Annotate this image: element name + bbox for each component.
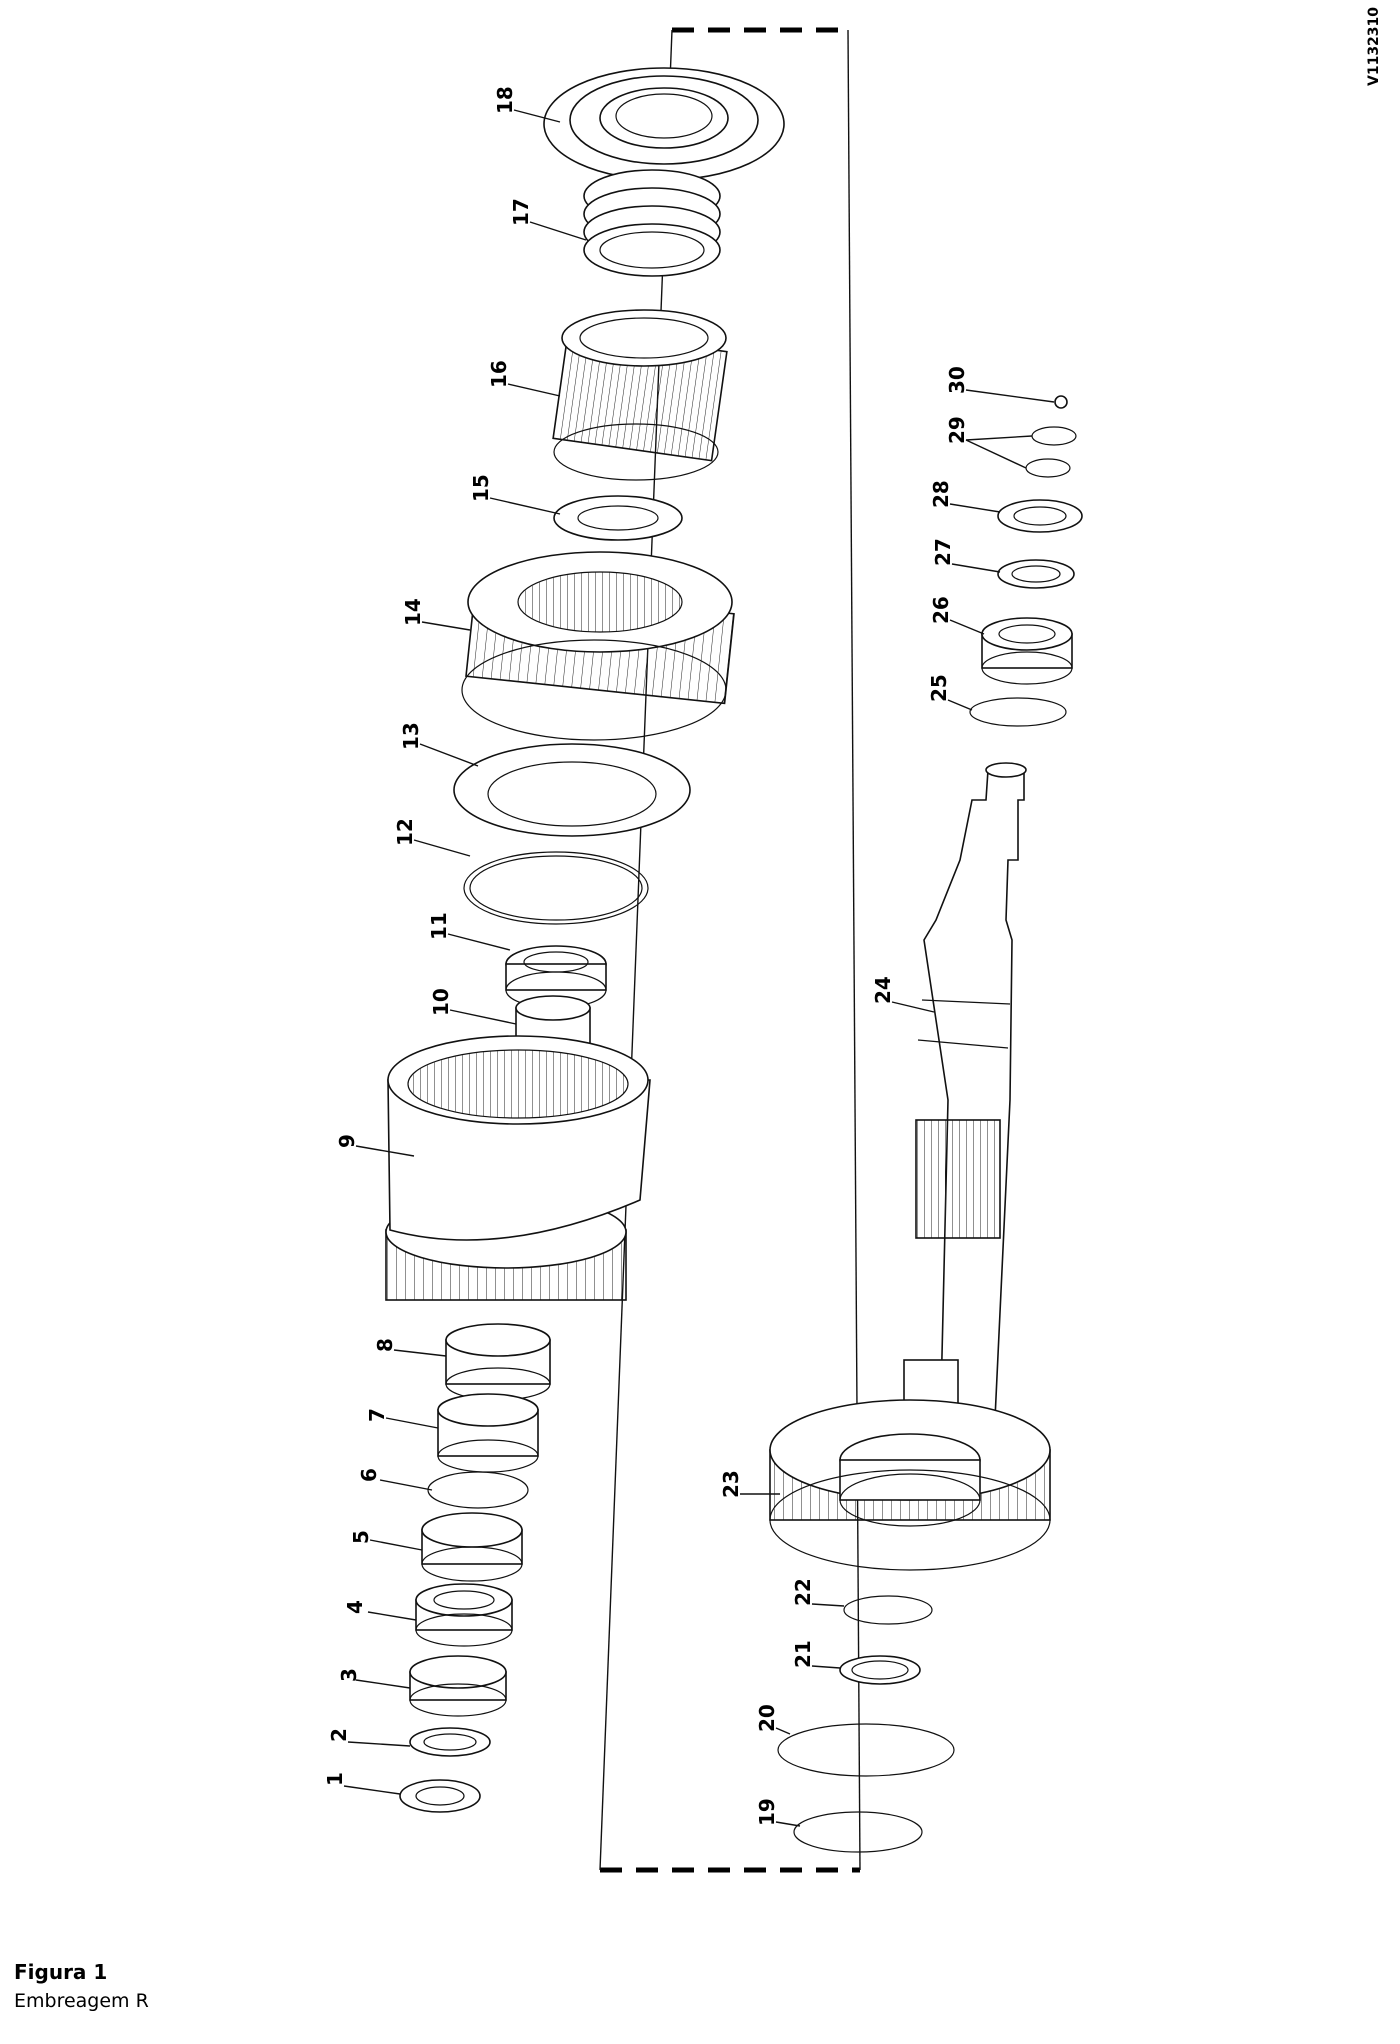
part-4-bearing bbox=[415, 1583, 513, 1647]
part-7-sleeve bbox=[437, 1393, 539, 1473]
callout-16: 16 bbox=[487, 360, 511, 388]
callout-21: 21 bbox=[791, 1640, 815, 1668]
callout-9: 9 bbox=[335, 1134, 359, 1148]
part-20-o-ring bbox=[777, 1723, 955, 1777]
callout-8: 8 bbox=[373, 1338, 397, 1352]
part-9-clutch-drum bbox=[385, 1035, 651, 1301]
caption-title: Figura 1 bbox=[14, 1960, 108, 1984]
reference-code: V1132310 bbox=[1366, 7, 1382, 86]
callout-6: 6 bbox=[357, 1468, 381, 1482]
part-11-bearing bbox=[505, 945, 607, 1009]
callout-18: 18 bbox=[493, 86, 517, 114]
part-8-sleeve bbox=[445, 1323, 551, 1401]
callout-1: 1 bbox=[323, 1772, 347, 1786]
part-27-washer bbox=[997, 559, 1075, 589]
part-17-ring-stack bbox=[583, 169, 721, 277]
callout-22: 22 bbox=[791, 1578, 815, 1606]
assembly-boundary bbox=[599, 27, 861, 1873]
callout-19: 19 bbox=[755, 1798, 779, 1826]
callout-17: 17 bbox=[509, 198, 533, 226]
callout-24: 24 bbox=[871, 976, 895, 1004]
callout-labels: 1 2 3 4 5 6 7 8 9 10 11 12 13 14 15 16 1… bbox=[323, 86, 969, 1826]
part-26-bearing bbox=[981, 617, 1073, 685]
part-1-lock-nut bbox=[399, 1779, 481, 1813]
callout-4: 4 bbox=[343, 1600, 367, 1614]
callout-13: 13 bbox=[399, 722, 423, 750]
part-15-washer bbox=[553, 495, 683, 541]
callout-27: 27 bbox=[931, 538, 955, 566]
part-14-disc-pack bbox=[461, 551, 735, 741]
callout-10: 10 bbox=[429, 988, 453, 1016]
callout-3: 3 bbox=[337, 1668, 361, 1682]
part-30-ball bbox=[1054, 395, 1068, 409]
callout-12: 12 bbox=[393, 818, 417, 846]
callout-23: 23 bbox=[719, 1470, 743, 1498]
part-25-ring bbox=[969, 697, 1067, 727]
callout-20: 20 bbox=[755, 1704, 779, 1732]
part-5-ring bbox=[421, 1512, 523, 1582]
callout-26: 26 bbox=[929, 596, 953, 624]
part-24-shaft bbox=[903, 762, 1027, 1441]
figure-caption: Figura 1 Embreagem R bbox=[14, 1960, 149, 2012]
part-21-washer bbox=[839, 1655, 921, 1685]
part-19-o-ring bbox=[793, 1811, 923, 1853]
callout-25: 25 bbox=[927, 674, 951, 702]
part-29-rings bbox=[1025, 426, 1077, 478]
part-23-gear bbox=[769, 1399, 1051, 1571]
callout-5: 5 bbox=[349, 1530, 373, 1544]
callout-29: 29 bbox=[945, 416, 969, 444]
callout-28: 28 bbox=[929, 480, 953, 508]
leader-lines bbox=[343, 109, 1055, 1827]
callout-11: 11 bbox=[427, 912, 451, 940]
part-13-pressure-plate bbox=[453, 743, 691, 837]
callout-7: 7 bbox=[365, 1408, 389, 1422]
callout-2: 2 bbox=[327, 1728, 351, 1742]
callout-30: 30 bbox=[945, 366, 969, 394]
part-28-nut bbox=[997, 499, 1083, 533]
callout-15: 15 bbox=[469, 474, 493, 502]
part-16-splined-hub bbox=[552, 309, 728, 481]
callout-14: 14 bbox=[401, 598, 425, 626]
part-18-piston bbox=[543, 67, 785, 181]
part-6-snap-ring bbox=[427, 1471, 529, 1509]
part-2-spacer bbox=[409, 1727, 491, 1757]
part-22-washer bbox=[843, 1595, 933, 1625]
part-12-snap-ring bbox=[463, 851, 649, 925]
caption-subtitle: Embreagem R bbox=[14, 1990, 149, 2012]
part-3-bearing-cone bbox=[409, 1655, 507, 1717]
